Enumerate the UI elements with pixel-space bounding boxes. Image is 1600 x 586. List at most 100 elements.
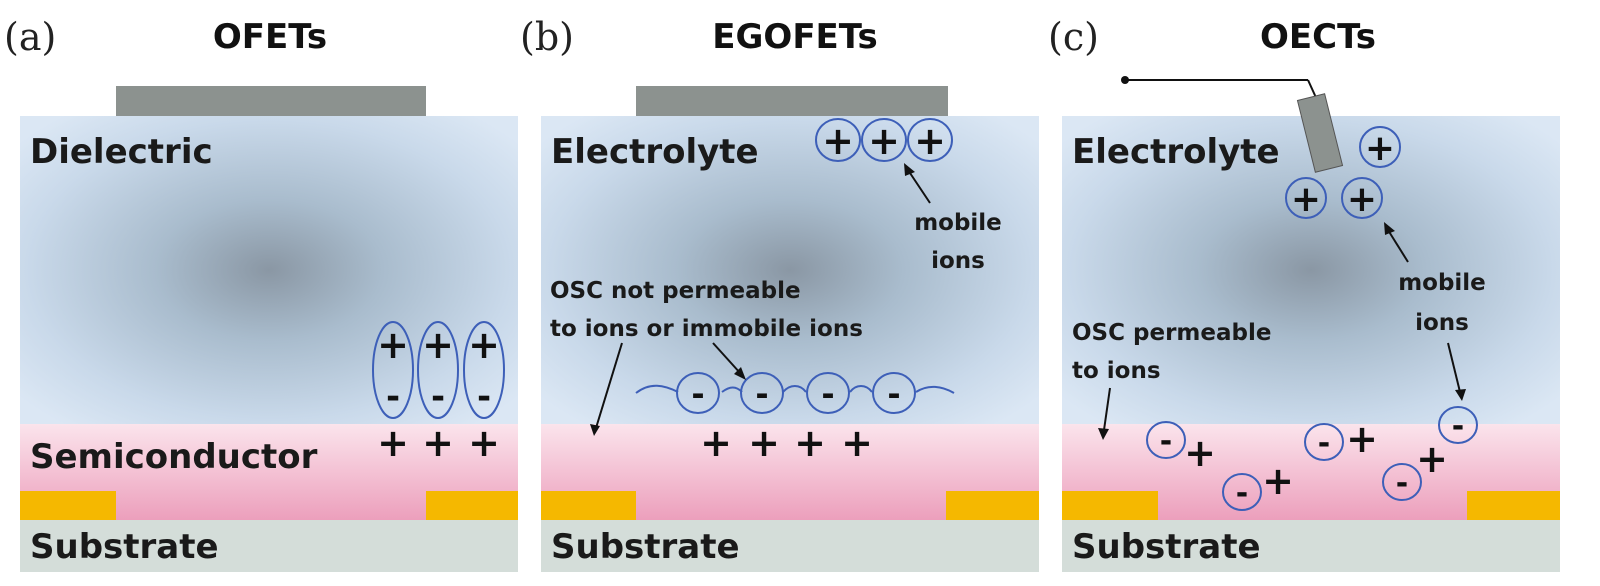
- anion: [676, 372, 720, 414]
- osc-note: OSC permeable: [1072, 320, 1271, 346]
- substrate-layer: [541, 520, 1039, 572]
- drain-electrode: [426, 491, 518, 520]
- plus-charge: +: [1291, 179, 1321, 220]
- mobile-ions-label: ions: [931, 248, 985, 274]
- panel-c-tag: (c): [1048, 15, 1099, 59]
- panel-b-title: EGOFETs: [712, 17, 877, 57]
- arrowhead: [590, 424, 600, 436]
- polymer-chain: [635, 384, 955, 394]
- hole-charge: +: [1416, 437, 1448, 481]
- gate-electrode: [1296, 93, 1344, 173]
- cation: [907, 118, 953, 162]
- minus-charge: -: [1318, 426, 1330, 461]
- plus-charge: +: [822, 119, 854, 163]
- drain-electrode: [1467, 491, 1560, 520]
- gate-electrode: [116, 86, 426, 116]
- minus-charge: -: [431, 377, 445, 417]
- arrow: [1387, 229, 1409, 263]
- cation: [861, 118, 907, 162]
- plus-charge: +: [468, 323, 500, 367]
- panel-a: (a) OFETs Dielectric Semiconductor Subst…: [4, 15, 518, 572]
- anion: [740, 372, 784, 414]
- plus-charge: +: [1365, 128, 1395, 169]
- hole-charge: +: [422, 421, 454, 465]
- panel-b: (b) EGOFETs Electrolyte Substrate + + + …: [520, 15, 1039, 572]
- arrowhead: [1455, 389, 1466, 401]
- arrowhead: [904, 163, 915, 176]
- electrolyte-layer: [1062, 116, 1560, 424]
- plus-charge: +: [422, 323, 454, 367]
- hole-charge: +: [1184, 431, 1216, 475]
- minus-charge: -: [477, 377, 491, 417]
- osc-note: to ions: [1072, 358, 1161, 384]
- mobile-ions-label: mobile: [1398, 270, 1486, 296]
- arrowhead: [734, 367, 746, 380]
- panel-a-title: OFETs: [213, 17, 327, 57]
- cation: [1285, 177, 1327, 219]
- panel-c: (c) OECTs Electrolyte Substrate + + + mo…: [1048, 15, 1560, 572]
- anion: [872, 372, 916, 414]
- minus-charge: -: [1396, 466, 1408, 501]
- source-electrode: [1062, 491, 1158, 520]
- anion: [1304, 423, 1344, 461]
- electrolyte-label: Electrolyte: [551, 132, 759, 172]
- substrate-layer: [1062, 520, 1560, 572]
- dipole: [372, 321, 414, 419]
- minus-charge: -: [386, 377, 400, 417]
- osc-note: to ions or immobile ions: [550, 316, 863, 342]
- substrate-label: Substrate: [30, 527, 219, 567]
- minus-charge: -: [755, 375, 768, 413]
- minus-charge: -: [887, 375, 900, 413]
- substrate-label: Substrate: [551, 527, 740, 567]
- arrow: [907, 169, 931, 204]
- anion: [806, 372, 850, 414]
- osc-note: OSC not permeable: [550, 278, 801, 304]
- drain-electrode: [946, 491, 1039, 520]
- mobile-ions-label: ions: [1415, 310, 1469, 336]
- arrow: [1447, 342, 1461, 393]
- minus-charge: -: [1452, 409, 1464, 444]
- anion: [1146, 421, 1186, 459]
- arrow: [1103, 387, 1111, 431]
- hole-charge: +: [1346, 417, 1378, 461]
- substrate-label: Substrate: [1072, 527, 1261, 567]
- dielectric-label: Dielectric: [30, 132, 213, 172]
- source-electrode: [541, 491, 636, 520]
- anion: [1382, 463, 1422, 501]
- minus-charge: -: [821, 375, 834, 413]
- arrow: [712, 342, 742, 375]
- arrowhead: [1384, 222, 1395, 235]
- plus-charge: +: [914, 119, 946, 163]
- dielectric-layer: [20, 116, 518, 424]
- hole-charge: +: [748, 421, 780, 465]
- minus-charge: -: [691, 375, 704, 413]
- cation: [815, 118, 861, 162]
- hole-charge: +: [841, 421, 873, 465]
- gate-electrode: [636, 86, 948, 116]
- semiconductor-label: Semiconductor: [30, 437, 318, 477]
- arrowhead: [1098, 428, 1109, 440]
- dipole: [417, 321, 459, 419]
- hole-charge: +: [1262, 459, 1294, 503]
- hole-charge: +: [468, 421, 500, 465]
- hole-charge: +: [700, 421, 732, 465]
- plus-charge: +: [377, 323, 409, 367]
- cation: [1359, 126, 1401, 168]
- dipole: [463, 321, 505, 419]
- panel-c-title: OECTs: [1260, 17, 1376, 57]
- hole-charge: +: [377, 421, 409, 465]
- minus-charge: -: [1236, 476, 1248, 511]
- plus-charge: +: [868, 119, 900, 163]
- electrolyte-layer: [541, 116, 1039, 424]
- cation: [1341, 177, 1383, 219]
- minus-charge: -: [1160, 424, 1172, 459]
- anion: [1438, 406, 1478, 444]
- anion: [1222, 473, 1262, 511]
- mobile-ions-label: mobile: [914, 210, 1002, 236]
- source-electrode: [20, 491, 116, 520]
- arrow: [595, 342, 623, 429]
- substrate-layer: [20, 520, 518, 572]
- panel-b-tag: (b): [520, 15, 574, 59]
- electrolyte-label: Electrolyte: [1072, 132, 1280, 172]
